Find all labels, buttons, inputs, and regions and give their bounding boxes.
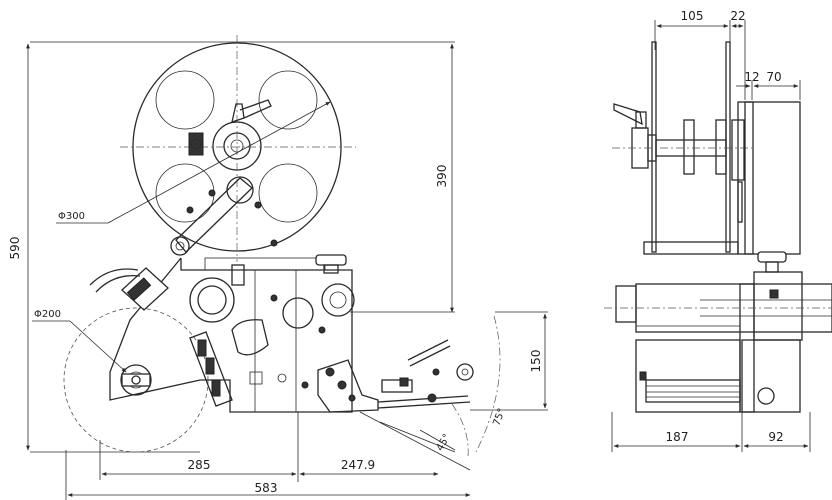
dim-side-top-1: 105 (681, 9, 704, 23)
supply-roll-large (120, 35, 356, 262)
web-guide (189, 331, 233, 407)
dim-side-bottom-1: 187 (666, 430, 689, 444)
dim-head-height: 150 (529, 350, 543, 373)
peel-head (317, 339, 474, 413)
dim-overall-width: 583 (255, 481, 278, 495)
dim-upper-height: 390 (435, 165, 449, 188)
dim-side-bottom-2: 92 (768, 430, 783, 444)
side-view: 105 22 12 70 187 92 (604, 9, 832, 452)
rewind-arm (170, 176, 278, 256)
supply-roll-small (63, 307, 209, 453)
feed-clamp (89, 267, 169, 311)
dim-side-top-2: 22 (730, 9, 745, 23)
dim-width-right: 247.9 (341, 458, 375, 472)
dim-roll-diameter-large: Φ300 (58, 211, 85, 222)
dim-side-top-3: 12 (744, 70, 759, 84)
main-body-plate (109, 254, 355, 413)
dim-width-left: 285 (188, 458, 211, 472)
dim-roll-diameter-small: Φ200 (34, 309, 61, 320)
dim-side-top-4: 70 (766, 70, 781, 84)
front-view: 590 390 150 285 247.9 583 Φ300 Φ200 75° … (8, 35, 548, 500)
dim-overall-height: 590 (8, 237, 22, 260)
